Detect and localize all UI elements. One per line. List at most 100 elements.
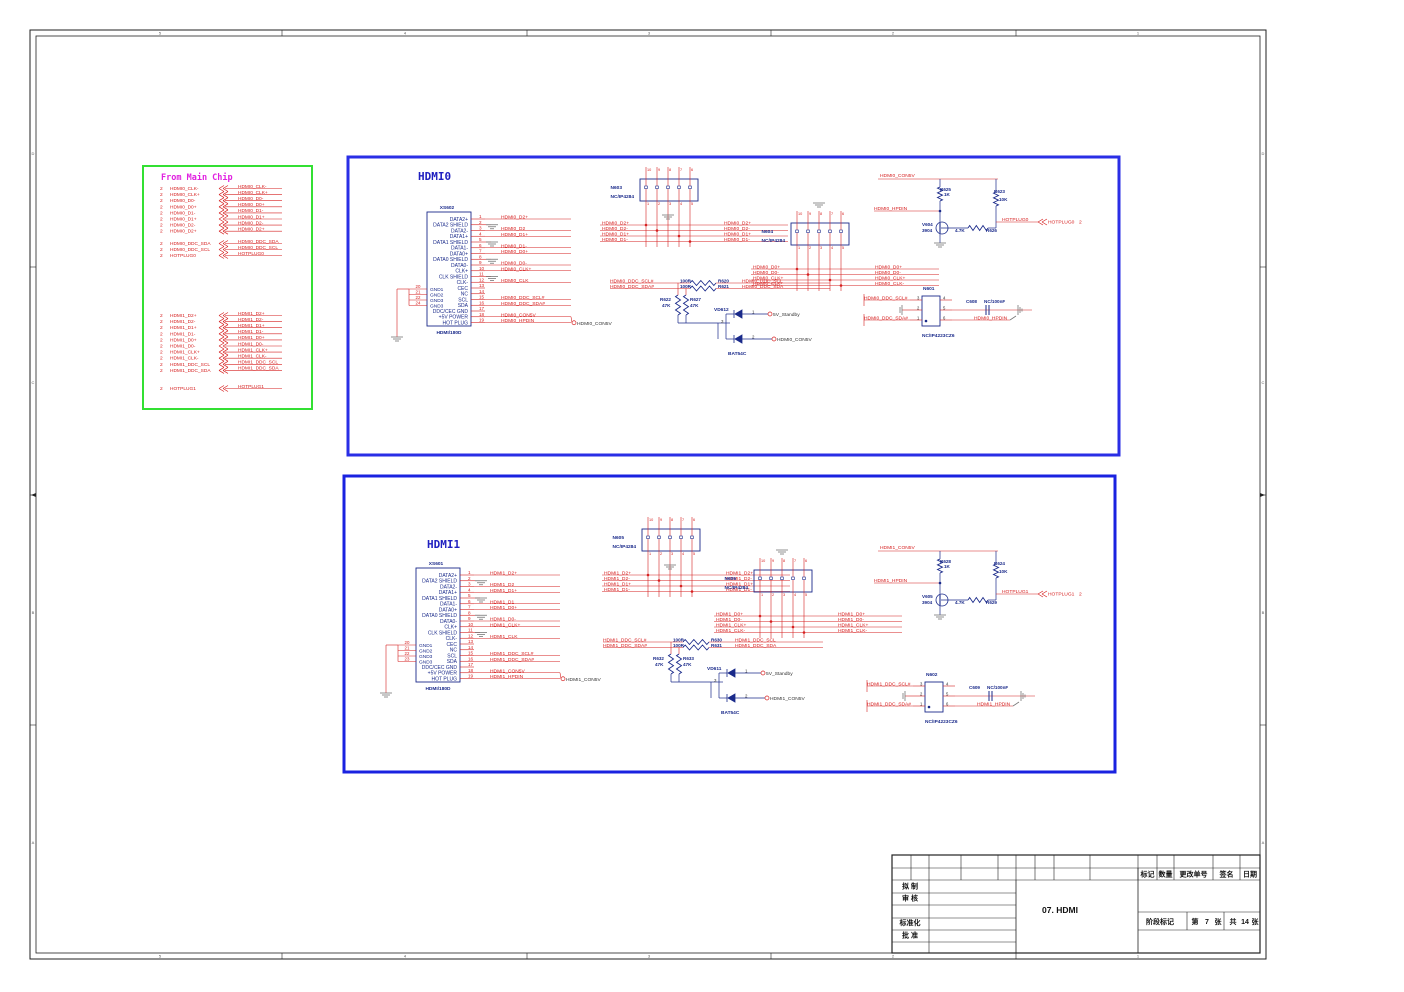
connector-gnd-pin: GND3	[419, 654, 433, 660]
transistor-part: 3904	[922, 600, 933, 605]
resistor-ref: R621	[718, 284, 729, 289]
pin-number: 22	[416, 295, 421, 300]
port-arrow	[218, 330, 229, 338]
series-resistor	[689, 279, 717, 287]
esd-part: NC/IP4284	[762, 238, 786, 244]
esd-pad	[791, 576, 795, 580]
esd-pad	[780, 576, 784, 580]
port-arrow	[218, 209, 229, 217]
capacitor-icon	[985, 305, 990, 315]
pin-number: 1	[752, 310, 755, 315]
esd-pad	[769, 576, 773, 580]
sheet-number: 7	[1205, 919, 1209, 926]
hpd-net: HDMI1_HPDIN	[874, 578, 908, 584]
pin-number: 17	[479, 306, 485, 311]
diode-icon	[733, 309, 743, 319]
zone-label-bottom: 3	[648, 954, 651, 959]
pin-number: 10	[761, 559, 765, 563]
series-resistor	[682, 644, 710, 651]
sheet-suffix: 张	[1215, 917, 1223, 926]
connector-pin: SCL	[458, 297, 468, 303]
pin-net: HDMI0_CLK	[501, 278, 529, 284]
pin-number: 8	[669, 168, 671, 172]
pin-number: 2	[468, 576, 471, 581]
esd-net-right: HDMI1_D2-	[726, 576, 752, 582]
net-name: HOTPLUG1	[170, 386, 196, 392]
net-label: HDMI1_DDC_SCL	[238, 360, 278, 366]
resistor-value: 100R	[673, 637, 685, 642]
net-name: HOTPLUG0	[170, 253, 196, 259]
esd-ref: N603	[611, 185, 623, 191]
pin-number: 6	[691, 168, 693, 172]
ddc-esd-body	[924, 681, 944, 713]
port-arrow	[218, 312, 229, 319]
pin-number: 1	[647, 202, 649, 206]
pin-number: 14	[479, 289, 485, 294]
net-name: HDMI0_D2-	[170, 223, 196, 229]
title-header-cell: 标记	[1140, 870, 1155, 879]
port-arrow	[218, 252, 229, 259]
esd-ground-icon	[662, 214, 674, 220]
net-name: HDMI0_D1+	[170, 217, 197, 223]
port-arrow	[218, 348, 229, 356]
pin-number: 9	[479, 260, 482, 265]
net-label: HDMI0_DDC_SDA	[238, 239, 279, 245]
connector-pin: CLK SHIELD	[428, 630, 458, 636]
esd-pad	[690, 535, 694, 539]
connector-pin: SDA	[447, 659, 458, 665]
center-mark	[31, 493, 36, 497]
diode-net: HDMI1_CON5V	[770, 696, 806, 702]
port-arrow	[218, 367, 229, 374]
esd-pad	[679, 535, 683, 539]
junction-dot	[927, 705, 931, 709]
resistor-value: 10K	[999, 197, 1008, 202]
stage-label: 阶段标记	[1146, 917, 1174, 926]
sheet-ref: 2	[160, 331, 163, 337]
pin-net: HDMI1_D0-	[490, 617, 516, 623]
esd-net-left: HDMI0_CLK+	[753, 275, 783, 281]
connector-pin: DATA2 SHIELD	[422, 579, 457, 585]
connector-pin: CLK-	[446, 636, 458, 642]
pin-number: 2	[809, 246, 811, 250]
ddc-esd-part: NC/IP4223CZ6	[922, 333, 955, 339]
connector-part: HDMI/180D	[436, 330, 462, 336]
esd-ground-icon	[776, 549, 788, 555]
ddc-net-right: HDMI0_DDC_SDA	[742, 284, 784, 290]
sheet-ref: 2	[160, 223, 163, 229]
pin-number: 7	[479, 249, 482, 254]
resistor-ref: R633	[683, 656, 694, 661]
net-name: HDMI1_D0+	[170, 337, 197, 343]
pin-number: 16	[468, 656, 474, 661]
ddc-net-right: HDMI1_DDC_SCL	[735, 637, 776, 643]
pin-number: 15	[479, 295, 485, 300]
pin-number: 2	[752, 335, 755, 340]
diode-ref: VD611	[707, 666, 722, 672]
sheet-ref: 2	[160, 229, 163, 235]
connector-pin: DATA1+	[450, 234, 468, 240]
title-role-cell: 标准化	[899, 918, 921, 927]
connector-pin: DATA0-	[440, 619, 457, 625]
esd-pad	[758, 576, 762, 580]
capacitor-ref: C608	[966, 299, 977, 304]
pin-number: 17	[468, 662, 474, 667]
esd-net-right: HDMI0_D0+	[875, 264, 902, 270]
sheet-ref: 2	[160, 186, 163, 192]
connector-pin: DATA1+	[439, 590, 457, 596]
con5v-port-label: HDMI1_CON5V	[566, 677, 602, 683]
resistor-value: 100R	[680, 284, 692, 289]
hpd-net: HDMI0_HPDIN	[874, 206, 908, 212]
pin-number: 18	[468, 668, 474, 673]
ground-icon	[1020, 691, 1026, 701]
sheet-ref: 2	[160, 192, 163, 198]
shield-ground-icon	[475, 632, 487, 637]
esd-pad	[828, 229, 832, 233]
pin-net: HDMI0_CLK+	[501, 266, 531, 272]
pin-number: 10	[647, 168, 651, 172]
hpd-resistor	[992, 563, 1000, 579]
pin-number: 5	[946, 691, 949, 696]
pin-number: 6	[693, 518, 695, 522]
connector-pin: SCL	[447, 653, 457, 659]
zone-label-left: A	[32, 840, 35, 845]
